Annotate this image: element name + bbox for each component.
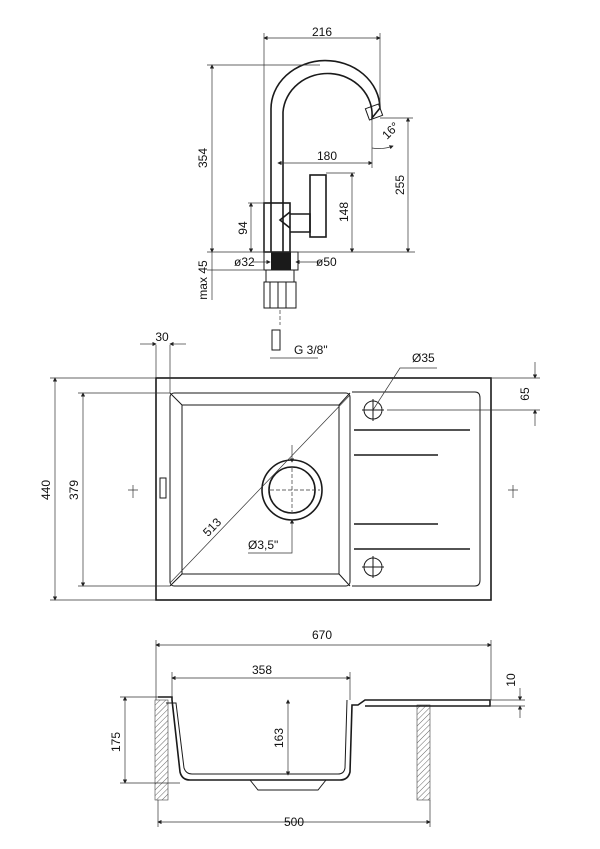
cabinet-wall-left [154,699,169,801]
faucet-thread [271,252,291,270]
dim-16-degrees: 16° [379,119,402,142]
faucet-joint [278,211,311,233]
sink-profile-outer [158,696,491,781]
sink-section-view: 670 358 10 175 163 500 [109,628,525,829]
sink-top-view: 30 Ø35 65 440 379 513 Ø3,5" [39,330,540,601]
dim-379: 379 [67,480,81,500]
bowl-inner [181,404,340,575]
dim-10: 10 [504,673,518,687]
faucet-connector [263,281,297,309]
dim-670: 670 [312,628,332,642]
overflow [159,477,167,499]
dim-max-45: max 45 [196,260,210,300]
connection-label: G 3/8" [294,343,328,357]
dim-513: 513 [200,515,224,539]
faucet-handle [309,174,327,238]
dim-175: 175 [109,732,123,752]
faucet-nozzle [364,103,384,121]
drain-profile [249,779,327,791]
dim-148: 148 [337,202,351,222]
dim-216: 216 [312,25,332,39]
drainer-ribs [354,429,470,550]
dim-50: ø50 [316,255,337,269]
faucet-view: 216 354 180 16° 255 148 94 ø32 ø50 max 4… [196,25,415,359]
dim-163: 163 [272,728,286,748]
cabinet-wall-right [416,704,431,801]
dim-32: ø32 [234,255,255,269]
dim-30: 30 [155,330,169,344]
dim-180: 180 [317,149,337,163]
bowl-outer [169,392,351,587]
drainer-outline [352,391,481,587]
dim-94: 94 [236,221,250,235]
dim-500: 500 [284,815,304,829]
dim-354: 354 [196,148,210,168]
dim-440: 440 [39,480,53,500]
dim-65: 65 [518,387,532,401]
faucet-body [263,202,291,253]
dim-358: 358 [252,663,272,677]
dim-tap-hole-35: Ø35 [412,351,435,365]
dim-drain-3-5: Ø3,5" [248,538,278,552]
sink-outline [155,377,492,601]
hose-fitting [271,329,281,351]
dim-255: 255 [393,175,407,195]
diagonal-line [169,394,351,584]
